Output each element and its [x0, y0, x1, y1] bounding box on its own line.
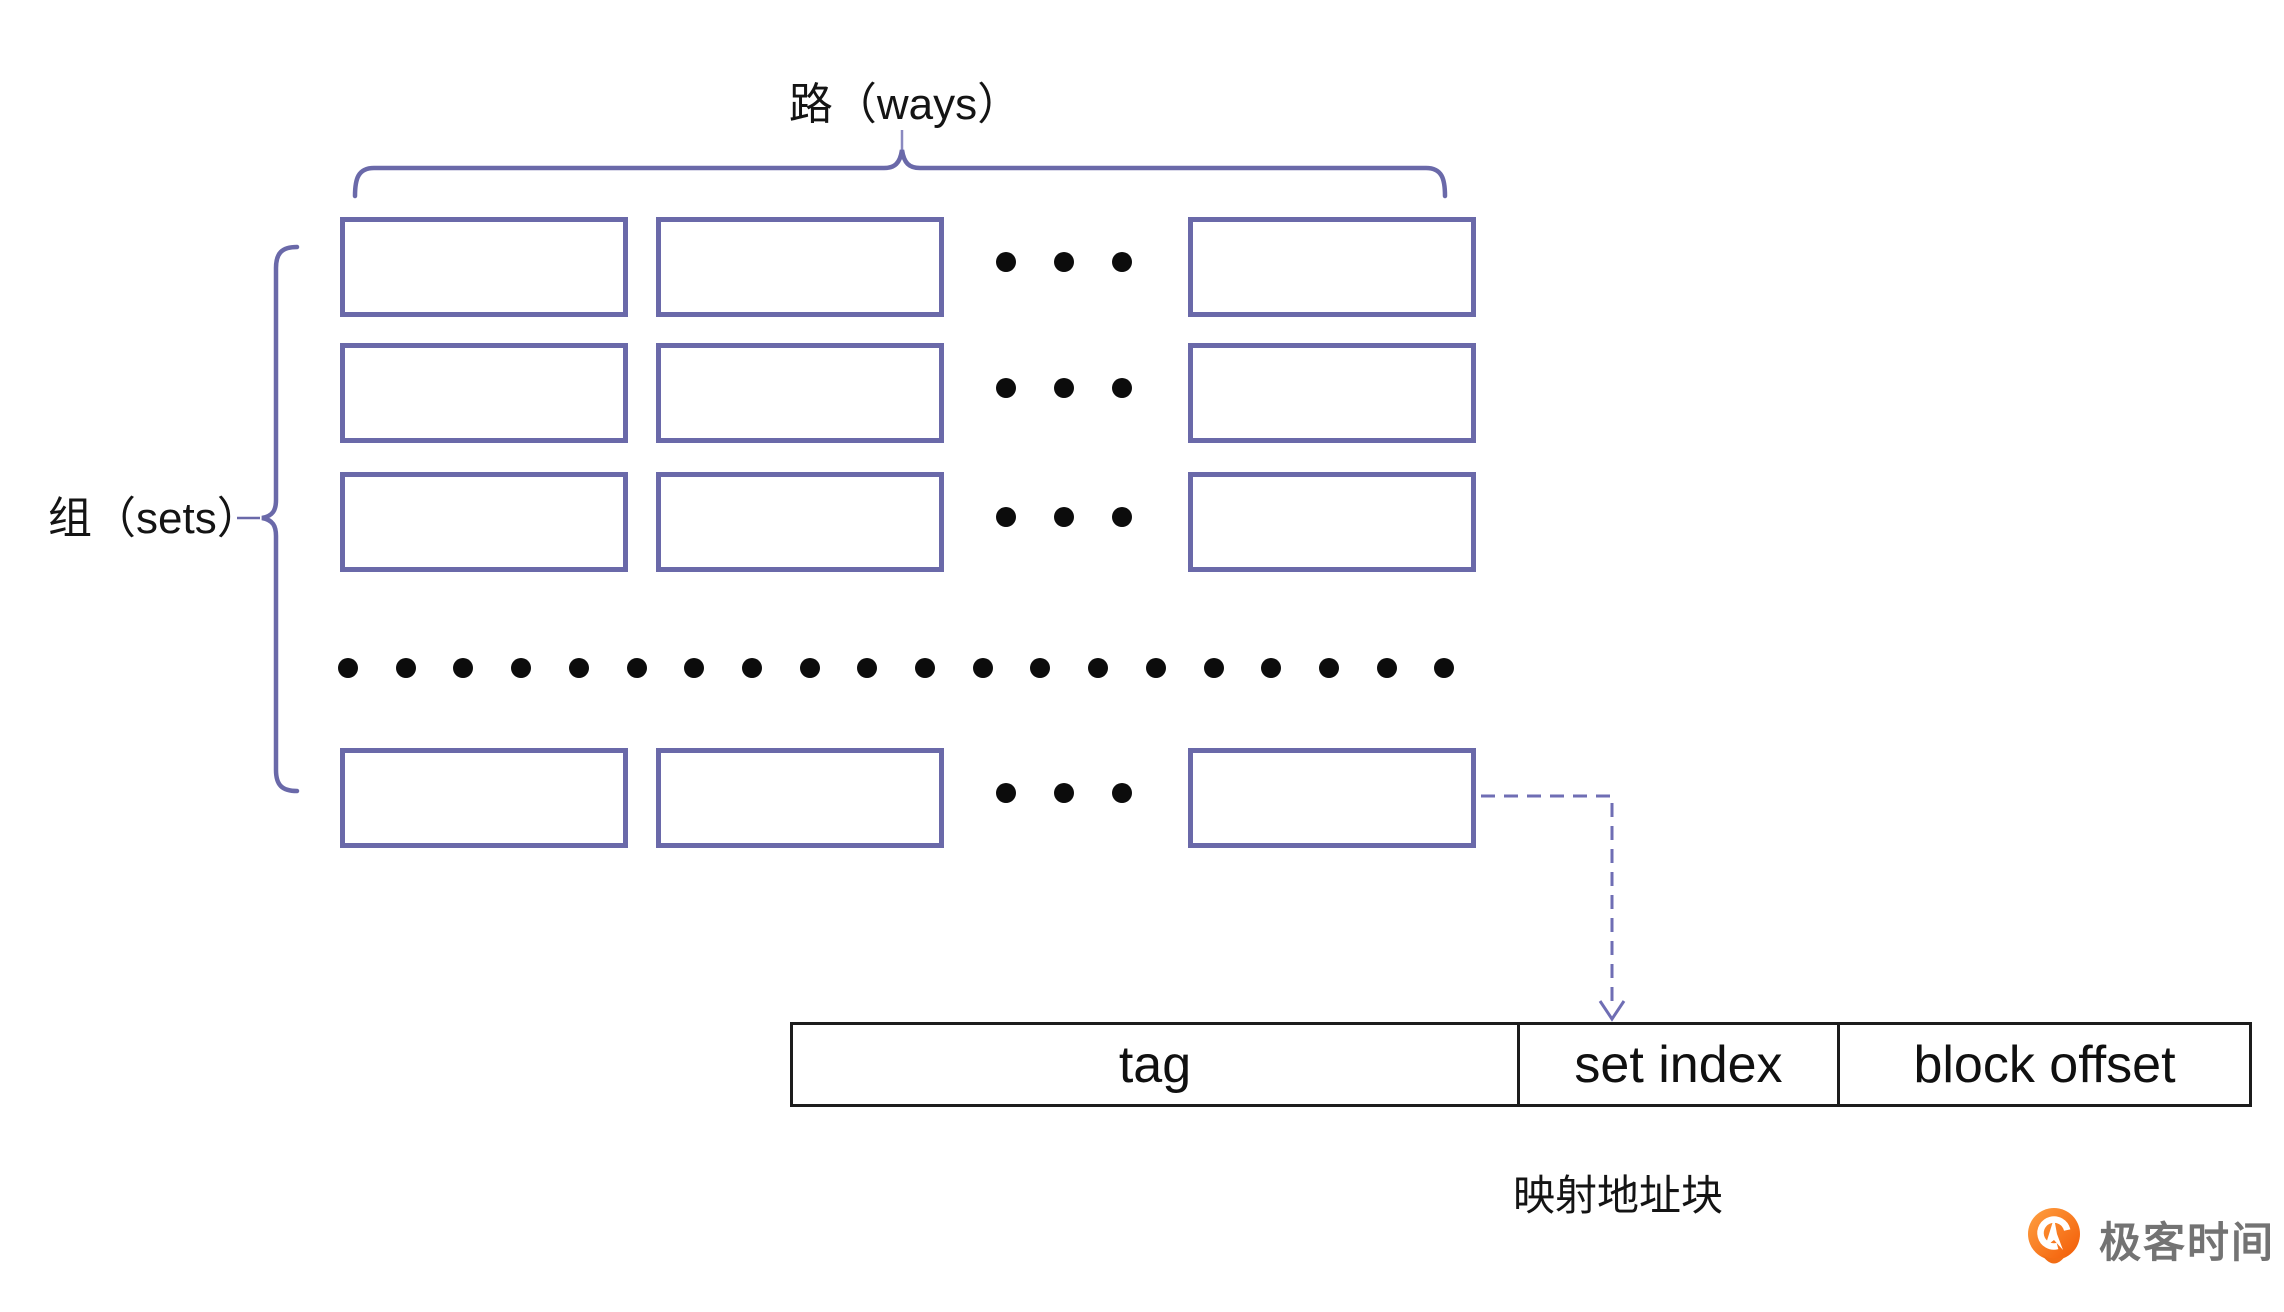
- sets-label: 组（sets）: [48, 494, 261, 543]
- set-ellipsis-dot: [627, 658, 647, 678]
- address-table: tag set index block offset: [790, 1022, 2252, 1107]
- set-ellipsis-dot: [1030, 658, 1050, 678]
- way-ellipsis-dot: [1112, 252, 1132, 272]
- ways-brace: [352, 149, 1448, 199]
- way-ellipsis-dot: [1054, 378, 1074, 398]
- set-ellipsis-dot: [338, 658, 358, 678]
- set-ellipsis-dot: [511, 658, 531, 678]
- way-ellipsis-dot: [1112, 783, 1132, 803]
- way-ellipsis-dot: [996, 252, 1016, 272]
- ways-label: 路（ways）: [788, 80, 1022, 129]
- set-ellipsis-dot: [915, 658, 935, 678]
- address-field-block-offset: block offset: [1837, 1025, 2249, 1104]
- cache-line-box: [1188, 472, 1476, 572]
- way-ellipsis-dot: [1112, 507, 1132, 527]
- set-ellipsis-dot: [1319, 658, 1339, 678]
- way-ellipsis-dot: [996, 507, 1016, 527]
- way-ellipsis-dot: [1054, 507, 1074, 527]
- set-ellipsis-dot: [800, 658, 820, 678]
- set-ellipsis-dot: [1261, 658, 1281, 678]
- cache-line-box: [1188, 343, 1476, 443]
- set-ellipsis-dot: [569, 658, 589, 678]
- set-ellipsis-dot: [857, 658, 877, 678]
- set-ellipsis-dot: [1204, 658, 1224, 678]
- cache-line-box: [340, 217, 628, 317]
- geektime-logo: 极客时间: [2021, 1206, 2275, 1272]
- geektime-balloon-icon: [2028, 1208, 2080, 1264]
- set-ellipsis-dot: [1434, 658, 1454, 678]
- cache-line-box: [340, 472, 628, 572]
- sets-brace: [261, 244, 300, 794]
- cache-line-box: [656, 748, 944, 848]
- cache-line-box: [656, 472, 944, 572]
- set-ellipsis-dot: [1146, 658, 1166, 678]
- cache-line-box: [656, 217, 944, 317]
- set-ellipsis-dot: [742, 658, 762, 678]
- cache-line-box: [1188, 217, 1476, 317]
- way-ellipsis-dot: [996, 378, 1016, 398]
- way-ellipsis-dot: [996, 783, 1016, 803]
- cache-line-box: [656, 343, 944, 443]
- address-caption: 映射地址块: [1512, 1172, 1723, 1219]
- way-ellipsis-dot: [1112, 378, 1132, 398]
- mapping-arrowhead-icon: [1598, 1000, 1626, 1022]
- cache-line-box: [340, 343, 628, 443]
- set-ellipsis-dot: [453, 658, 473, 678]
- set-ellipsis-dot: [396, 658, 416, 678]
- geektime-logo-text: 极客时间: [2099, 1218, 2276, 1266]
- address-field-tag: tag: [1118, 1035, 1192, 1094]
- set-ellipsis-dot: [1377, 658, 1397, 678]
- set-ellipsis-dot: [684, 658, 704, 678]
- mapping-dashed-connector: [1481, 794, 1614, 1006]
- set-ellipsis-dot: [973, 658, 993, 678]
- way-ellipsis-dot: [1054, 252, 1074, 272]
- way-ellipsis-dot: [1054, 783, 1074, 803]
- set-ellipsis-dot: [1088, 658, 1108, 678]
- cache-line-box: [340, 748, 628, 848]
- address-field-set-index: set index: [1517, 1025, 1837, 1104]
- cache-line-box: [1188, 748, 1476, 848]
